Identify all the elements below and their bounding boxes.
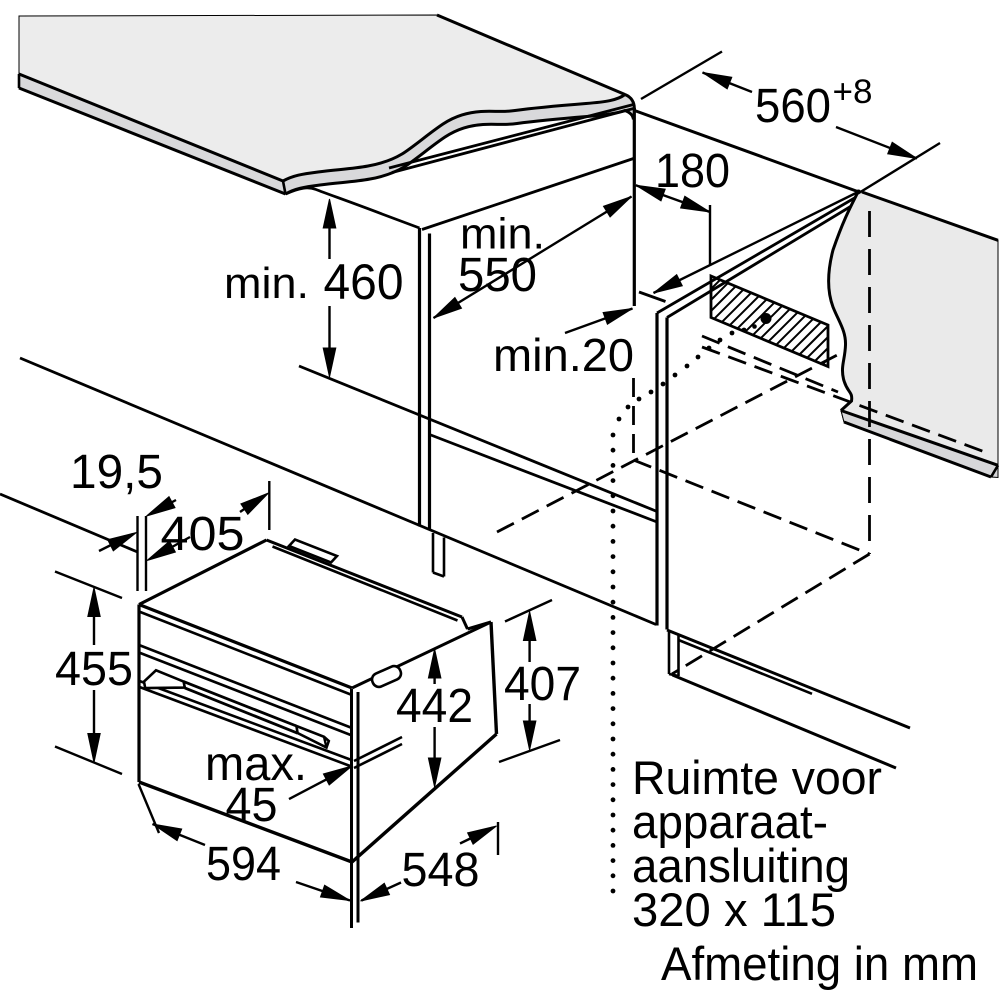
svg-text:560: 560 [755,80,831,133]
svg-text:min.20: min.20 [493,329,634,381]
svg-text:548: 548 [402,844,480,897]
svg-text:405: 405 [161,508,245,561]
svg-text:max.: max. [205,738,307,791]
svg-text:407: 407 [504,658,581,711]
svg-text:19,5: 19,5 [70,446,163,499]
svg-text:+8: +8 [833,73,873,111]
svg-text:320 x 115: 320 x 115 [632,883,836,936]
svg-text:apparaat-: apparaat- [632,795,828,848]
svg-text:180: 180 [655,145,730,198]
svg-text:455: 455 [55,643,133,696]
svg-text:min.: min. [224,259,309,308]
svg-text:594: 594 [206,838,281,891]
svg-text:442: 442 [396,680,473,733]
svg-text:aansluiting: aansluiting [632,839,850,892]
svg-text:550: 550 [458,249,537,302]
svg-text:45: 45 [226,779,278,832]
svg-text:Afmeting in mm: Afmeting in mm [661,937,978,990]
svg-text:460: 460 [324,254,404,310]
svg-text:min.: min. [460,210,545,259]
svg-text:Ruimte voor: Ruimte voor [632,751,882,804]
